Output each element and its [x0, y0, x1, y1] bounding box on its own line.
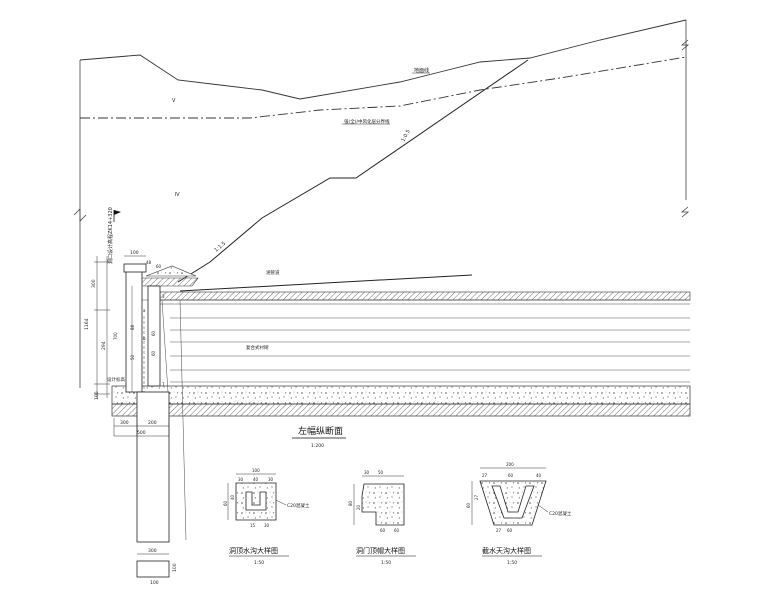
portal-cap-hatched — [139, 277, 199, 287]
right-break-symbol — [680, 39, 690, 51]
top-drain-body — [235, 482, 277, 521]
main-scale: 1:200 — [311, 443, 324, 449]
foot-dim-height: 100 — [172, 563, 178, 572]
ditch-dim-3: 40 — [536, 473, 542, 478]
dim-300-left: 300 — [91, 279, 97, 288]
dim-700: 700 — [113, 332, 118, 340]
top-drain-title: 洞顶水沟大样图 — [229, 546, 278, 555]
invert-base-hatch — [111, 403, 691, 417]
dim-1164: 1164 — [84, 318, 90, 330]
ground-line-label: 地面线 — [414, 67, 429, 74]
portal-cap-title: 洞门顶帽大样图 — [356, 546, 405, 555]
top-drain-dim-0: 100 — [252, 468, 260, 473]
dim-294: 294 — [101, 341, 107, 350]
portal-cap-dim-3: 20 — [356, 504, 361, 510]
top-drain-dim-6: 15 — [250, 523, 256, 528]
rock-grade-lower: Ⅳ — [175, 192, 180, 198]
dim-200-base: 200 — [148, 420, 157, 426]
ditch-dim-2: 60 — [508, 473, 514, 478]
right-break-symbol-lower — [680, 206, 690, 218]
excavation-slope — [177, 59, 529, 283]
dim-small-3: 60 — [151, 330, 156, 336]
detail-portal-cap: 30 50 80 20 60 60 洞门顶帽大样图 1:50 — [348, 470, 416, 566]
mark-b: b — [143, 336, 146, 341]
foot-dim-width: 300 — [148, 548, 157, 554]
top-drain-dim-7: 30 — [264, 523, 270, 528]
foundation-foot — [136, 560, 170, 578]
portal-inner-wall — [147, 285, 161, 387]
dim-small-1: 48 — [146, 260, 152, 265]
ditch-dim-6: 60 — [507, 528, 513, 533]
portal-cap-body — [361, 483, 405, 526]
intercept-ditch-body — [479, 480, 547, 526]
dim-300-base: 300 — [120, 420, 129, 426]
top-drain-dim-3: 30 — [268, 477, 274, 482]
rock-grade-upper: Ⅴ — [172, 98, 176, 104]
portal-backfill — [145, 265, 197, 277]
weathering-boundary-line — [80, 56, 687, 119]
foundation-column — [136, 391, 170, 543]
composite-lining-label: 复合式衬砌 — [246, 344, 269, 351]
ditch-dim-4: 60 — [466, 502, 471, 508]
dim-500: 500 — [137, 430, 146, 436]
left-break-symbol — [73, 208, 87, 222]
top-drain-dim-1: 30 — [238, 477, 244, 482]
slope-ratio-lower: 1:1.5 — [213, 241, 227, 254]
top-drain-dim-4: 60 — [223, 500, 228, 506]
foot-dim-bottom: 100 — [150, 580, 159, 586]
ditch-title: 截水天沟大样图 — [482, 546, 531, 555]
main-title: 左幅纵断面 — [298, 425, 343, 437]
portal-cap-scale: 1:50 — [381, 560, 391, 566]
portal-cap-dim-2: 80 — [348, 500, 353, 506]
dim-100-top: 100 — [130, 250, 139, 256]
mark-top: 3 — [162, 294, 165, 299]
ditch-scale: 1:50 — [507, 560, 517, 566]
ditch-dim-7: 27 — [496, 528, 502, 533]
invert-concrete — [111, 385, 691, 405]
ditch-material: C20混凝土 — [549, 510, 572, 517]
ditch-dim-1: 27 — [482, 473, 488, 478]
dim-100-low: 100 — [94, 391, 100, 400]
top-drain-dim-5: 40 — [230, 494, 235, 500]
portal-cap-dim-1: 50 — [378, 470, 384, 475]
tunnel-crown-layer — [159, 291, 691, 301]
top-drain-material: C20混凝土 — [287, 502, 310, 509]
detail-intercept-ditch: 200 27 60 40 60 27 60 27 C20混凝土 截水天沟大样图 … — [466, 462, 572, 566]
dim-small-5: 88 — [130, 324, 135, 330]
detail-top-drain: 100 30 40 30 60 40 15 30 C20混凝土 洞顶水沟大样图 … — [223, 468, 310, 566]
portal-cap-dim-5: 60 — [394, 528, 400, 533]
portal-cap — [123, 263, 147, 273]
dim-small-2: 60 — [156, 264, 162, 269]
elevation-label: 洞口设计高程ZK14+320 — [107, 207, 114, 264]
ditch-dim-5: 27 — [474, 494, 479, 500]
ground-line — [79, 19, 687, 100]
design-elevation-label: 设计标高 — [107, 376, 125, 383]
slope-ratio-upper: 1:0.5 — [400, 129, 411, 143]
portal-cap-dim-4: 60 — [380, 528, 386, 533]
dim-small-6: 50 — [130, 354, 135, 360]
top-drain-dim-2: 40 — [253, 477, 259, 482]
culvert-pipe-line — [179, 274, 473, 292]
mark-bottom: 7 — [162, 382, 165, 387]
culvert-pipe-label: 涵管道 — [266, 269, 280, 276]
ditch-dim-0: 200 — [506, 462, 514, 467]
portal-wall — [125, 269, 143, 393]
dim-small-4: 60 — [151, 350, 156, 356]
mark-a: a — [143, 308, 146, 313]
main-section: 地面线 强(全)/中风化层分界线 Ⅴ Ⅳ 1:0.5 1:1.5 涵管道 复合式… — [73, 19, 691, 586]
weathering-line-label: 强(全)/中风化层分界线 — [344, 118, 390, 125]
portal-cap-dim-0: 30 — [364, 470, 370, 475]
elevation-flag — [114, 210, 121, 215]
top-drain-scale: 1:50 — [254, 560, 264, 566]
